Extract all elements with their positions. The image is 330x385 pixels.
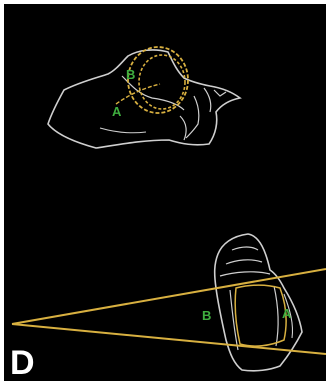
lower-bone-view: B A <box>12 234 326 371</box>
lower-label-b: B <box>202 308 211 323</box>
upper-circle-outer <box>128 47 188 113</box>
upper-circle-inner <box>139 55 185 109</box>
lower-bone-inner-line-5 <box>274 286 278 346</box>
upper-bone-view: A B <box>48 47 240 148</box>
angle-line-lower <box>12 324 326 354</box>
lower-bone-inner-line-3 <box>232 247 258 250</box>
panel-letter: D <box>10 344 35 381</box>
upper-axis-line <box>116 84 160 104</box>
diagram-panel: A B B A D <box>4 4 326 381</box>
upper-bone-inner-line-6 <box>100 128 146 133</box>
angle-line-upper <box>12 269 326 324</box>
upper-bone-inner-line-1 <box>180 116 186 140</box>
lower-bone-inner-line-1 <box>226 260 262 264</box>
upper-bone-inner-line-4 <box>214 90 226 96</box>
upper-bone-inner-line-3 <box>204 88 211 112</box>
lower-bone-inner-line-2 <box>220 272 270 276</box>
upper-bone-inner-line-2 <box>186 96 199 138</box>
upper-label-a: A <box>112 104 122 119</box>
diagram-canvas: A B B A D <box>4 4 326 381</box>
lower-label-a: A <box>282 306 292 321</box>
upper-label-b: B <box>126 67 135 82</box>
